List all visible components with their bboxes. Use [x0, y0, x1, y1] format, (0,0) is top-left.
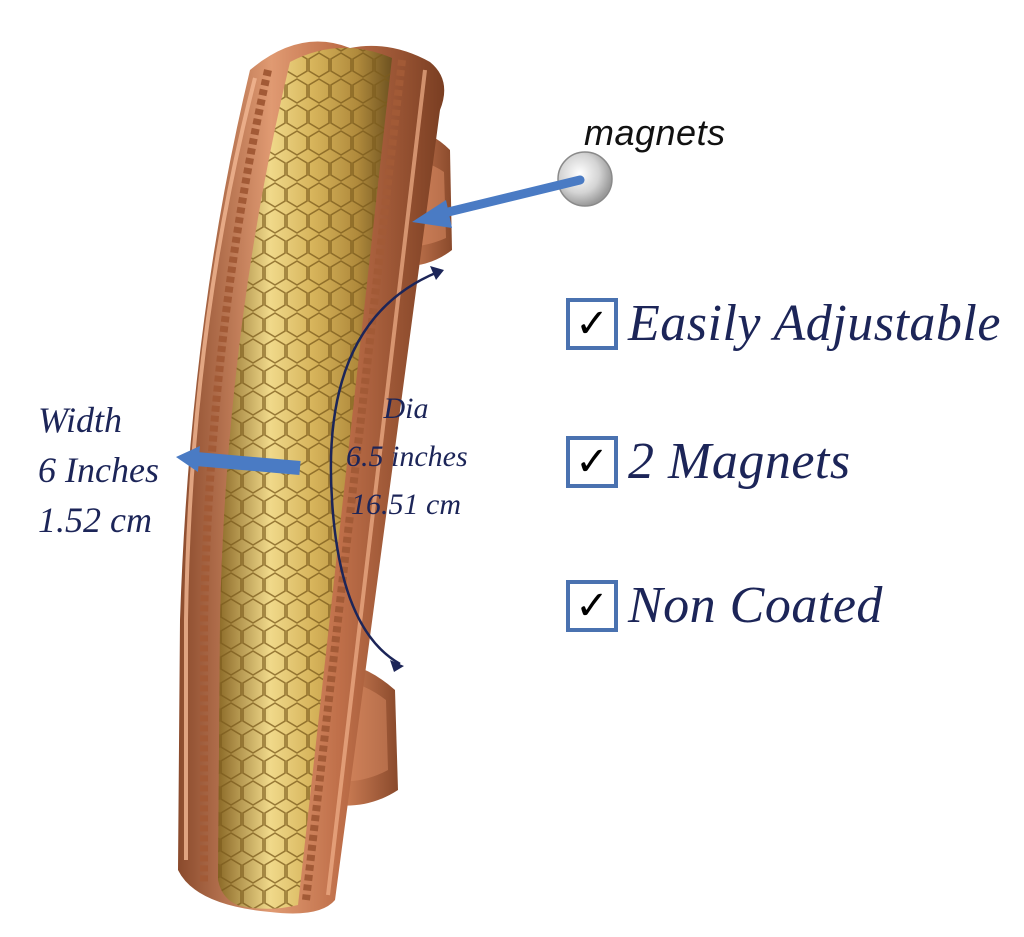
feature-item-non-coated: ✓ Non Coated	[566, 576, 883, 635]
feature-item-easily-adjustable: ✓ Easily Adjustable	[566, 294, 1001, 353]
diameter-measurement: Dia 6.5 inches 16.51 cm	[346, 392, 468, 538]
magnet-pointer-arrow	[412, 175, 585, 228]
dia-inches: 6.5 inches	[346, 440, 468, 473]
magnets-callout-label: magnets	[584, 112, 726, 153]
feature-label: 2 Magnets	[628, 433, 851, 490]
cuff-band	[178, 41, 445, 914]
check-icon: ✓	[566, 297, 618, 350]
check-icon: ✓	[566, 435, 618, 488]
width-indicator-arrow	[176, 446, 301, 475]
feature-label: Easily Adjustable	[628, 295, 1001, 352]
feature-label: Non Coated	[628, 577, 883, 634]
dia-cm: 16.51 cm	[351, 488, 461, 521]
dia-title: Dia	[383, 392, 429, 425]
diameter-indicator-arrow	[329, 266, 444, 672]
check-icon: ✓	[566, 579, 618, 632]
magnet-disc-icon	[557, 151, 613, 207]
feature-item-2-magnets: ✓ 2 Magnets	[566, 432, 851, 491]
width-cm: 1.52 cm	[38, 500, 152, 540]
width-title: Width	[38, 400, 123, 440]
width-inches: 6 Inches	[38, 450, 159, 490]
width-measurement: Width 6 Inches 1.52 cm	[38, 402, 159, 552]
